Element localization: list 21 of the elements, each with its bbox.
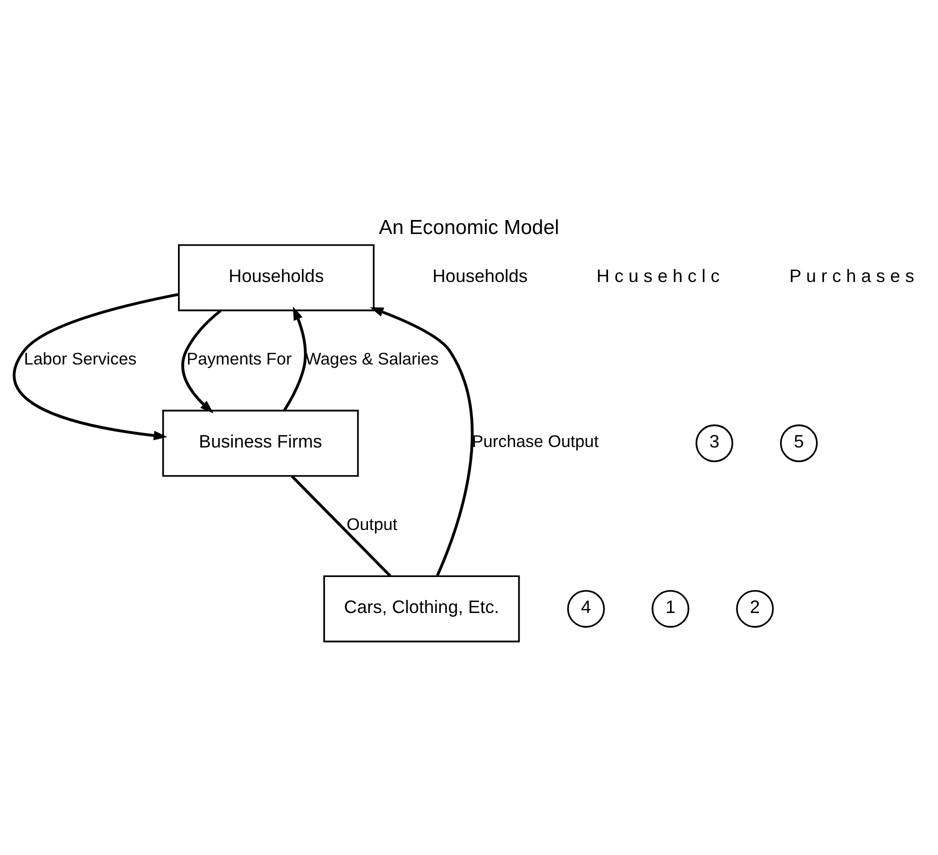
arrow	[283, 306, 307, 412]
node-box: Households	[178, 244, 375, 312]
node-box: Cars, Clothing, Etc.	[323, 575, 520, 642]
label: H c u s e h c l c	[596, 266, 720, 286]
label: P u r c h a s e s	[789, 266, 914, 286]
node-circle: 3	[696, 424, 734, 462]
edge-label: Output	[346, 514, 398, 534]
label: Households	[432, 266, 528, 286]
arrow	[370, 307, 474, 576]
node-circle: 4	[567, 590, 605, 628]
edge-label: Wages & Salaries	[305, 349, 439, 368]
node-box: Business Firms	[162, 410, 359, 477]
edge-label: Labor Services	[24, 349, 137, 368]
node-circle: 2	[736, 590, 774, 628]
diagram-title: An Economic Model	[378, 217, 560, 240]
arrow	[13, 292, 179, 440]
node-circle: 5	[780, 424, 818, 462]
arrow	[181, 310, 222, 414]
node-circle: 1	[652, 590, 690, 628]
edge-label: Payments For	[186, 349, 292, 368]
connector	[290, 475, 392, 577]
